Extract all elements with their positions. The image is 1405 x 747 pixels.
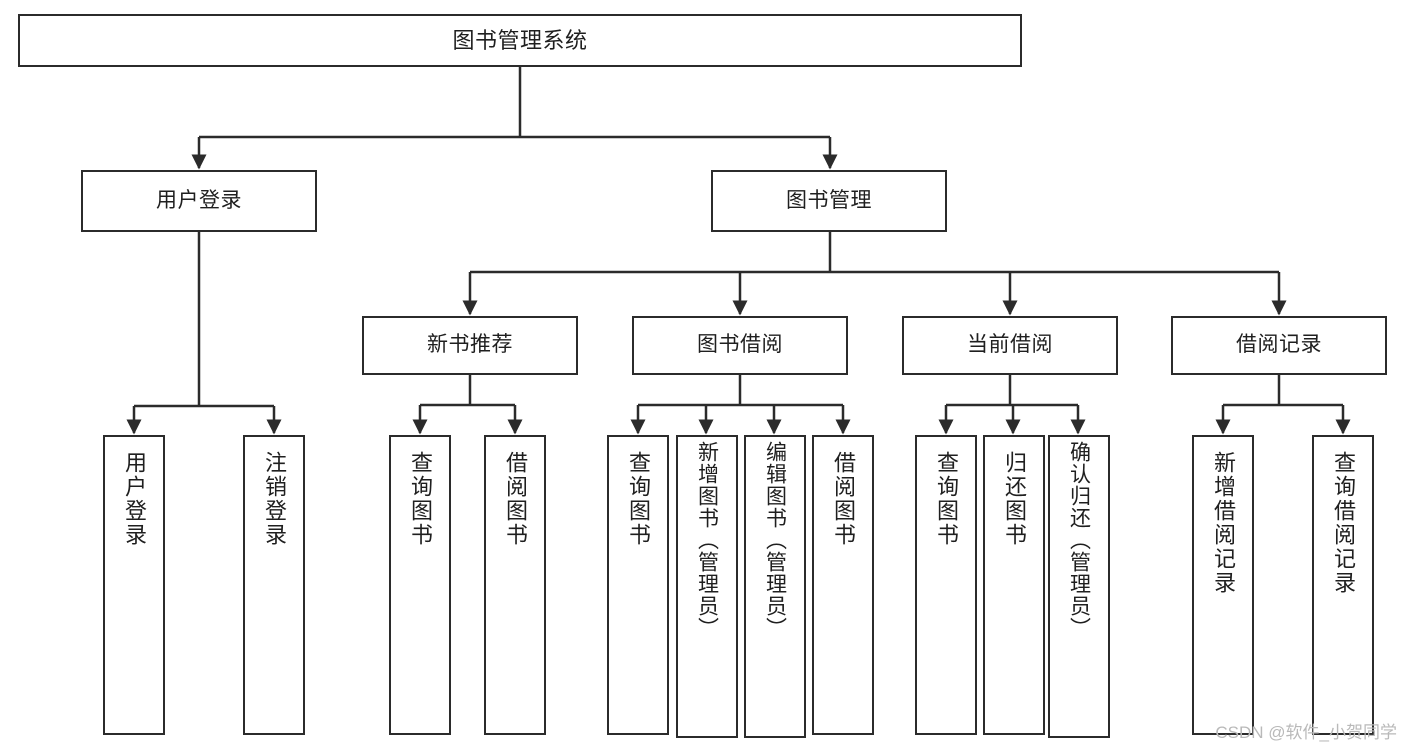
node-user-login[interactable]: 用户登录: [81, 170, 317, 232]
node-leaf-add-record[interactable]: 新增借阅记录: [1192, 435, 1254, 735]
node-label: 新增图书（管理员）: [695, 441, 719, 639]
node-leaf-query-book-2[interactable]: 查询图书: [607, 435, 669, 735]
node-leaf-query-record[interactable]: 查询借阅记录: [1312, 435, 1374, 735]
node-label: 图书管理: [786, 188, 872, 212]
node-leaf-logout-login[interactable]: 注销登录: [243, 435, 305, 735]
node-leaf-return-book[interactable]: 归还图书: [983, 435, 1045, 735]
node-label: 新增借阅记录: [1211, 451, 1236, 595]
node-label: 查询借阅记录: [1331, 451, 1356, 595]
node-leaf-query-book-3[interactable]: 查询图书: [915, 435, 977, 735]
node-leaf-query-book-1[interactable]: 查询图书: [389, 435, 451, 735]
node-book-borrow[interactable]: 图书借阅: [632, 316, 848, 375]
node-leaf-user-login[interactable]: 用户登录: [103, 435, 165, 735]
node-book-management[interactable]: 图书管理: [711, 170, 947, 232]
node-label: 用户登录: [156, 188, 242, 212]
node-label: 注销登录: [262, 451, 287, 547]
node-label: 查询图书: [934, 451, 959, 547]
node-label: 编辑图书（管理员）: [763, 441, 787, 639]
node-leaf-add-book[interactable]: 新增图书（管理员）: [676, 435, 738, 738]
node-leaf-confirm-return[interactable]: 确认归还（管理员）: [1048, 435, 1110, 738]
node-label: 新书推荐: [427, 333, 513, 357]
watermark-csdn: CSDN @软件_小贺同学: [1215, 723, 1397, 742]
node-label: 图书借阅: [697, 333, 783, 357]
node-label: 借阅图书: [831, 451, 856, 547]
node-root-book-management-system[interactable]: 图书管理系统: [18, 14, 1022, 67]
node-label: 用户登录: [122, 451, 147, 547]
node-borrow-record[interactable]: 借阅记录: [1171, 316, 1387, 375]
node-label: 查询图书: [408, 451, 433, 547]
node-label: 当前借阅: [967, 333, 1053, 357]
node-leaf-edit-book[interactable]: 编辑图书（管理员）: [744, 435, 806, 738]
node-new-book-recommend[interactable]: 新书推荐: [362, 316, 578, 375]
node-leaf-borrow-book-1[interactable]: 借阅图书: [484, 435, 546, 735]
node-label: 借阅图书: [503, 451, 528, 547]
node-leaf-borrow-book-2[interactable]: 借阅图书: [812, 435, 874, 735]
node-label: 查询图书: [626, 451, 651, 547]
node-label: 确认归还（管理员）: [1067, 441, 1091, 639]
node-label: 图书管理系统: [452, 27, 588, 53]
node-current-borrow[interactable]: 当前借阅: [902, 316, 1118, 375]
node-label: 借阅记录: [1236, 333, 1322, 357]
node-label: 归还图书: [1002, 451, 1027, 547]
